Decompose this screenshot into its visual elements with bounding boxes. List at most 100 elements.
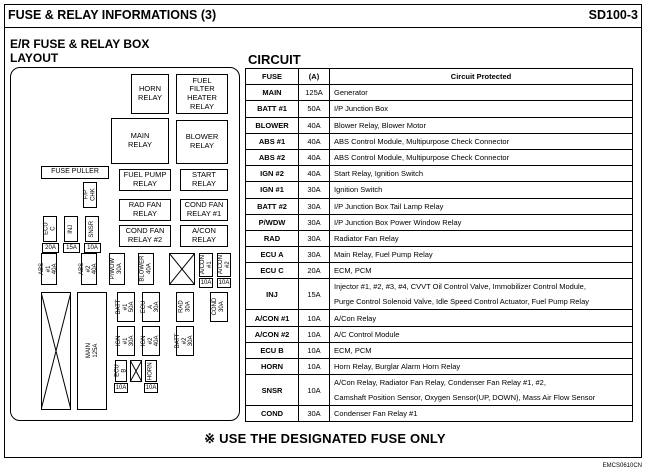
circuit-protected: I/P Junction Box	[329, 100, 633, 118]
fuse-name: BATT #2	[245, 197, 299, 215]
ecu-c-fuse: ECU C	[43, 216, 57, 242]
cond-fan-relay-2: COND FAN RELAY #2	[119, 225, 171, 247]
circuit-line: ECM, PCM	[334, 266, 372, 276]
circuit-protected: Generator	[329, 84, 633, 102]
fp-chk-fuse: F/P CHK	[83, 182, 97, 208]
fuse-name: A/CON #1	[245, 309, 299, 327]
fuse-name: A/CON #2	[245, 325, 299, 343]
circuit-protected: Start Relay, Ignition Switch	[329, 165, 633, 183]
circuit-line: ABS Control Module, Multipurpose Check C…	[334, 153, 510, 163]
circuit-protected: Condenser Fan Relay #1	[329, 405, 633, 423]
fuse-amperage: 30A	[298, 181, 330, 199]
fuse-amperage: 30A	[298, 213, 330, 231]
fuse-name: ECU B	[245, 341, 299, 360]
rad-fuse: RAD 30A	[176, 292, 194, 322]
circuit-protected: Radiator Fan Relay	[329, 229, 633, 248]
blower-relay: BLOWER RELAY	[176, 120, 228, 164]
doc-code: EMCS0610CN	[602, 463, 642, 469]
circuit-line: Main Relay, Fuel Pump Relay	[334, 250, 433, 260]
start-relay: START RELAY	[180, 169, 228, 191]
col-circuit: Circuit Protected	[329, 67, 633, 86]
circuit-line: Ignition Switch	[334, 185, 383, 195]
page-code: SD100-3	[588, 8, 638, 22]
acon-relay: A/CON RELAY	[180, 225, 228, 247]
fuse-name: IGN #1	[245, 181, 299, 199]
fuse-puller: FUSE PULLER	[41, 166, 109, 179]
circuit-protected: I/P Junction Box Power Window Relay	[329, 213, 633, 231]
acon2-fuse: A/CON #2	[217, 253, 231, 277]
abs1-fuse: ABS #1 40A	[39, 253, 58, 285]
cond-fuse: COND 30A	[210, 292, 228, 322]
fuse-name: BLOWER	[245, 116, 299, 134]
fuse-name: INJ	[245, 278, 299, 311]
fuse-box-layout: HORN RELAY FUEL FILTER HEATER RELAY MAIN…	[10, 67, 240, 421]
circuit-protected: Horn Relay, Burglar Alarm Horn Relay	[329, 357, 633, 376]
circuit-line: Generator	[334, 88, 368, 98]
fuse-name: ECU A	[245, 246, 299, 264]
circuit-line: Injector #1, #2, #3, #4, CVVT Oil Contro…	[334, 282, 586, 292]
circuit-protected: I/P Junction Box Tail Lamp Relay	[329, 197, 633, 215]
spare-slot-small	[130, 360, 142, 382]
circuit-heading: CIRCUIT	[248, 52, 301, 67]
footnote: ※ USE THE DESIGNATED FUSE ONLY	[204, 431, 446, 446]
col-fuse: FUSE	[245, 67, 299, 86]
circuit-protected: ECM, PCM	[329, 341, 633, 360]
fuse-name: MAIN	[245, 84, 299, 102]
cond-fan-relay-1: COND FAN RELAY #1	[180, 199, 228, 221]
fuel-filter-heater-relay: FUEL FILTER HEATER RELAY	[176, 74, 228, 114]
circuit-line: Radiator Fan Relay	[334, 233, 399, 243]
fuse-amperage: 10A	[298, 309, 330, 327]
spare-slot	[169, 253, 195, 285]
fuse-name: ABS #2	[245, 148, 299, 167]
circuit-line: Blower Relay, Blower Motor	[334, 120, 426, 130]
fuse-amperage: 10A	[298, 357, 330, 376]
snsr-fuse: SNSR	[85, 216, 99, 242]
batt2-fuse: BATT #2 30A	[175, 326, 194, 356]
fuse-amperage: 40A	[298, 132, 330, 150]
batt1-fuse: BATT #1 50A	[116, 292, 135, 322]
fuse-name: IGN #2	[245, 165, 299, 183]
circuit-line: A/C Control Module	[334, 329, 400, 339]
circuit-protected: Main Relay, Fuel Pump Relay	[329, 246, 633, 264]
circuit-line: A/Con Relay, Radiator Fan Relay, Condens…	[334, 378, 546, 388]
rad-fan-relay: RAD FAN RELAY	[119, 199, 171, 221]
fuse-name: SNSR	[245, 374, 299, 407]
fuse-amperage: 40A	[298, 148, 330, 167]
ecu-a-fuse: ECU A 30A	[141, 292, 160, 322]
circuit-line: I/P Junction Box	[334, 104, 389, 114]
horn-relay: HORN RELAY	[131, 74, 169, 114]
circuit-protected: ECM, PCM	[329, 262, 633, 280]
fuse-amperage: 20A	[298, 262, 330, 280]
inj-amp: 15A	[63, 243, 80, 253]
table-header-row: FUSE (A) Circuit Protected	[245, 67, 633, 86]
spare-slot-large	[41, 292, 71, 410]
ecu-b-amp: 10A	[114, 383, 128, 393]
col-amp: (A)	[298, 67, 330, 86]
circuit-protected: Blower Relay, Blower Motor	[329, 116, 633, 134]
fuse-name: ABS #1	[245, 132, 299, 150]
horn-amp: 10A	[144, 383, 158, 393]
circuit-protected: Injector #1, #2, #3, #4, CVVT Oil Contro…	[329, 278, 633, 311]
snsr-amp: 10A	[84, 243, 101, 253]
acon2-amp: 10A	[217, 278, 231, 288]
fuse-amperage: 30A	[298, 229, 330, 248]
fuse-name: BATT #1	[245, 100, 299, 118]
circuit-line: I/P Junction Box Power Window Relay	[334, 217, 462, 227]
page-frame	[4, 4, 642, 458]
abs2-fuse: ABS #2 40A	[79, 253, 98, 285]
circuit-line: Start Relay, Ignition Switch	[334, 169, 424, 179]
circuit-line: Horn Relay, Burglar Alarm Horn Relay	[334, 362, 461, 372]
